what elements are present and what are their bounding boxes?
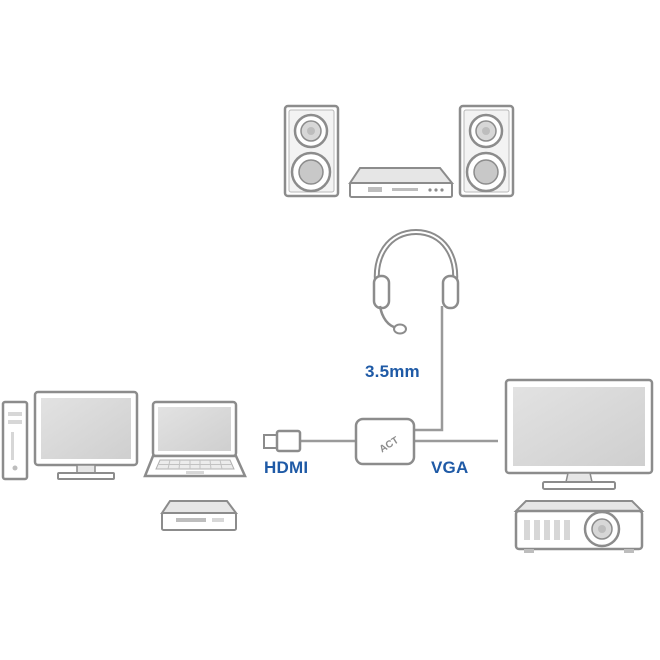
hdmi-plug-icon [263,429,302,453]
laptop-icon [143,400,247,478]
audio-cable [414,306,444,432]
audio-port-label: 3.5mm [365,362,420,381]
speaker-left-icon [283,104,340,198]
media-player-icon [160,500,238,531]
hdmi-port-label: HDMI [264,458,309,477]
output-monitor-icon [504,378,654,490]
desktop-monitor-icon [33,390,139,480]
cables [300,306,498,443]
projector-icon [513,500,645,553]
speaker-right-icon [458,104,515,198]
headset-icon [372,228,460,335]
adapter-icon: ACT [354,417,416,466]
amplifier-icon [348,167,455,198]
desktop-tower-icon [1,400,29,481]
vga-port-label: VGA [431,458,469,477]
